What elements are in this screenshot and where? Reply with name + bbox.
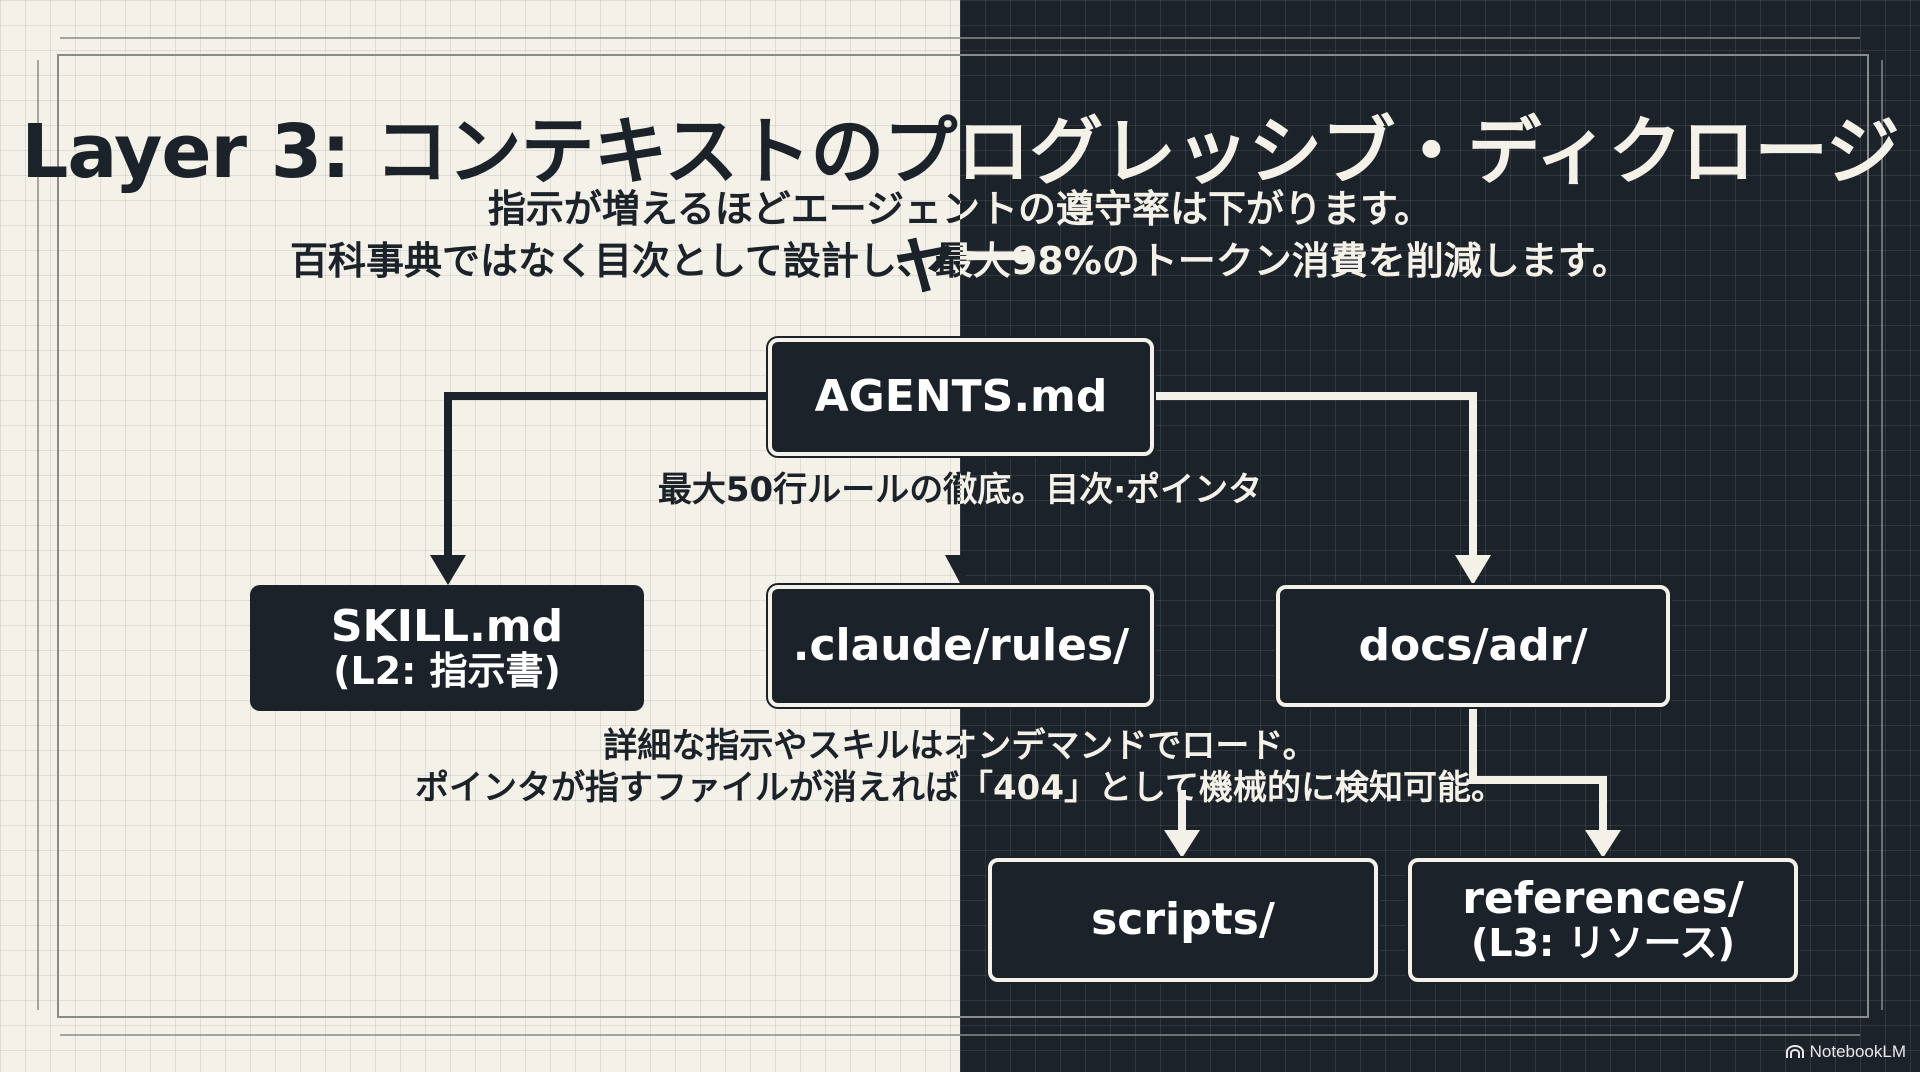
node-scripts-label: scripts/ xyxy=(1091,893,1275,945)
watermark-text: NotebookLM xyxy=(1809,1042,1906,1061)
arrowhead-claude-rules xyxy=(945,555,977,585)
node-references-sublabel: (L3: リソース) xyxy=(1471,921,1735,966)
dimension-marks xyxy=(37,37,1883,1036)
arrowhead-scripts xyxy=(1164,830,1200,858)
node-scripts: scripts/ xyxy=(988,858,1378,982)
notebooklm-logo-icon xyxy=(1785,1045,1804,1058)
node-skill-md: SKILL.md (L2: 指示書) xyxy=(250,585,644,711)
agents-note: 最大50行ルールの徹底。目次·ポインタ xyxy=(0,462,1920,511)
node-claude-rules: .claude/rules/ xyxy=(768,585,1154,707)
notebooklm-watermark: NotebookLM xyxy=(1785,1042,1906,1062)
arrowhead-references xyxy=(1585,830,1621,858)
node-references-label: references/ xyxy=(1462,872,1744,924)
frame-border-light xyxy=(57,54,1869,1018)
node-agents-md-label: AGENTS.md xyxy=(814,370,1108,422)
arrowhead-skill xyxy=(430,555,466,585)
blueprint-frame xyxy=(57,54,1869,1018)
light-panel-background xyxy=(0,0,960,1072)
subtitle-line-2: 百科事典ではなく目次として設計し、最大98%のトークン消費を削減します。 xyxy=(0,230,1920,285)
node-claude-rules-label: .claude/rules/ xyxy=(792,619,1130,671)
arrowheads xyxy=(430,555,1621,858)
node-docs-adr-label: docs/adr/ xyxy=(1358,619,1588,671)
connector-agents-docs xyxy=(1150,392,1477,560)
node-references: references/ (L3: リソース) xyxy=(1408,858,1798,982)
subtitle-line-1: 指示が増えるほどエージェントの遵守率は下がります。 xyxy=(0,178,1920,233)
connector-docs-references xyxy=(1469,708,1607,835)
ondemand-note-line-1: 詳細な指示やスキルはオンデマンドでロード。 xyxy=(0,718,1920,767)
node-agents-md: AGENTS.md xyxy=(768,338,1154,456)
node-docs-adr: docs/adr/ xyxy=(1276,585,1670,707)
arrowhead-docs xyxy=(1455,555,1491,585)
node-skill-md-label: SKILL.md xyxy=(330,600,564,652)
page-title: Layer 3: コンテキストのプログレッシブ・ディクロージャー xyxy=(0,92,1920,306)
connector-agents-skill xyxy=(444,392,770,560)
node-skill-md-sublabel: (L2: 指示書) xyxy=(333,649,561,694)
ondemand-note-line-2: ポインタが指すファイルが消えれば「404」として機械的に検知可能。 xyxy=(0,760,1920,809)
